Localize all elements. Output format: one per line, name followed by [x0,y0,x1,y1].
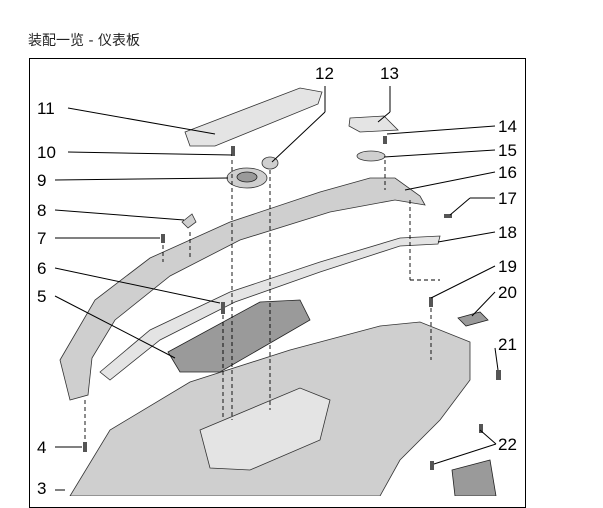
part-15-speaker [356,150,386,162]
leader-lines [54,86,499,491]
callout-7: 7 [37,229,46,248]
part-5-vent-grille [167,299,311,373]
part-9-speaker-cone [236,171,258,183]
assembly-diagram: 11 10 9 8 7 6 5 4 3 12 13 14 15 16 17 18… [37,64,517,496]
callout-18: 18 [498,223,517,242]
callout-13: 13 [380,64,399,83]
callout-10: 10 [37,143,56,162]
part-side-vent [451,459,497,496]
part-11-trim-strip [184,87,323,147]
callout-6: 6 [37,259,46,278]
part-20-vent [457,311,489,327]
callout-19: 19 [498,257,517,276]
part-18-lower-strip [99,235,441,381]
callout-12: 12 [315,64,334,83]
callout-16: 16 [498,163,517,182]
callout-17: 17 [498,189,517,208]
callout-15: 15 [498,141,517,160]
callout-5: 5 [37,287,46,306]
callout-3: 3 [37,479,46,496]
part-dashboard-center-console [199,387,331,471]
callout-4: 4 [37,438,46,457]
screw-icon [83,136,501,470]
callout-14: 14 [498,117,517,136]
page-title: 装配一览 - 仪表板 [28,33,140,49]
callout-9: 9 [37,171,46,190]
callout-20: 20 [498,283,517,302]
assembly-guide-lines [84,160,440,440]
part-8-clip [181,213,197,229]
callout-22: 22 [498,435,517,454]
part-13-cover [348,115,399,133]
callout-11: 11 [37,99,55,118]
callout-21: 21 [498,335,517,354]
callout-8: 8 [37,201,46,220]
